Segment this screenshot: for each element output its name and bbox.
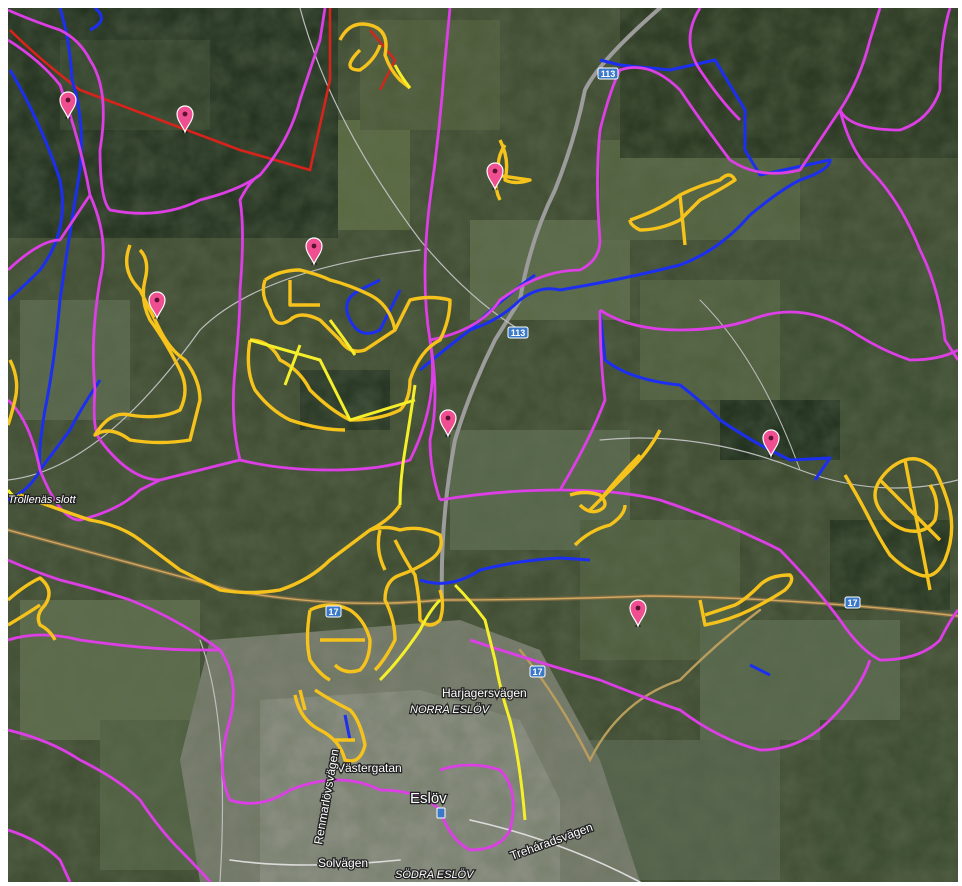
- svg-text:17: 17: [328, 607, 338, 617]
- map-marker-pin-6[interactable]: [439, 409, 457, 438]
- map-marker-pin-1[interactable]: [59, 91, 77, 120]
- road-shields: 113 113 17 17 17: [325, 67, 861, 678]
- map-marker-pin-3[interactable]: [305, 237, 323, 266]
- poi-icon[interactable]: [436, 807, 446, 819]
- label-norra-eslov: NORRA ESLÖV: [410, 704, 491, 716]
- map-marker-pin-8[interactable]: [629, 599, 647, 628]
- svg-text:17: 17: [532, 667, 542, 677]
- shield-17-west: 17: [325, 605, 342, 618]
- road-113: [439, 8, 662, 602]
- markers: [59, 91, 780, 628]
- shield-113-center: 113: [507, 326, 529, 339]
- label-harjagersvagen: Harjagersvägen: [442, 686, 527, 700]
- label-solvagen: Solvägen: [318, 856, 368, 870]
- map-marker-pin-2[interactable]: [176, 105, 194, 134]
- shield-113-north: 113: [597, 67, 619, 80]
- svg-text:113: 113: [601, 69, 616, 79]
- map-marker-pin-7[interactable]: [762, 429, 780, 458]
- label-slott: Trollenäs slott: [8, 494, 77, 506]
- shield-17-center: 17: [529, 665, 546, 678]
- map-canvas[interactable]: 113 113 17 17 17 Trollenäs slott Harjage…: [8, 8, 958, 882]
- trails: [8, 22, 954, 763]
- label-town: Eslöv: [410, 790, 447, 807]
- map-marker-pin-4[interactable]: [148, 291, 166, 320]
- label-sodra-eslov: SÖDRA ESLÖV: [395, 869, 475, 881]
- svg-text:113: 113: [511, 328, 526, 338]
- svg-text:17: 17: [847, 598, 857, 608]
- area-border: [9, 8, 332, 172]
- map-marker-pin-5[interactable]: [486, 162, 504, 191]
- terrain: [8, 8, 958, 882]
- streams: [8, 8, 832, 741]
- shield-17-east: 17: [844, 596, 861, 609]
- boundaries: [8, 8, 958, 882]
- trails-bright: [8, 64, 527, 821]
- label-vastergatan: Västergatan: [337, 761, 402, 775]
- map-svg: 113 113 17 17 17 Trollenäs slott Harjage…: [8, 8, 958, 882]
